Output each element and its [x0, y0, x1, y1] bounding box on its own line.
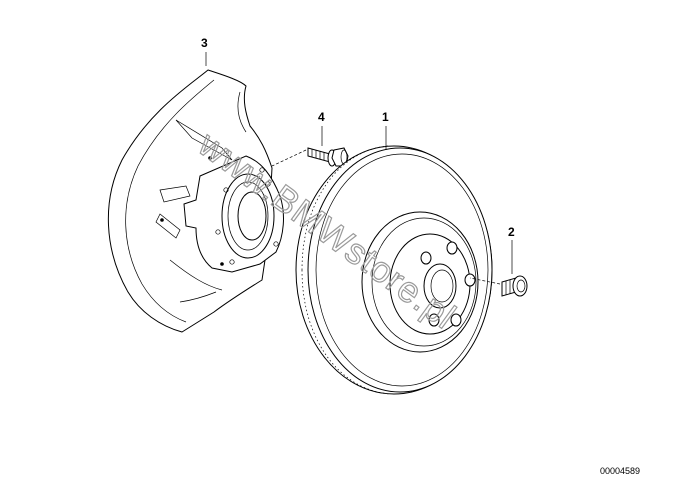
disc-screw: [501, 275, 528, 297]
part-label-2: 2: [508, 225, 515, 239]
brake-disc: [295, 145, 493, 395]
assembly-line-4: [271, 149, 307, 167]
hex-bolt: [307, 147, 349, 167]
protection-plate: [107, 69, 284, 333]
part-label-3: 3: [201, 36, 208, 50]
assembly-line-2: [469, 277, 501, 285]
part-label-4: 4: [318, 110, 325, 124]
diagram-reference-number: 00004589: [600, 466, 640, 476]
part-label-1: 1: [382, 110, 389, 124]
